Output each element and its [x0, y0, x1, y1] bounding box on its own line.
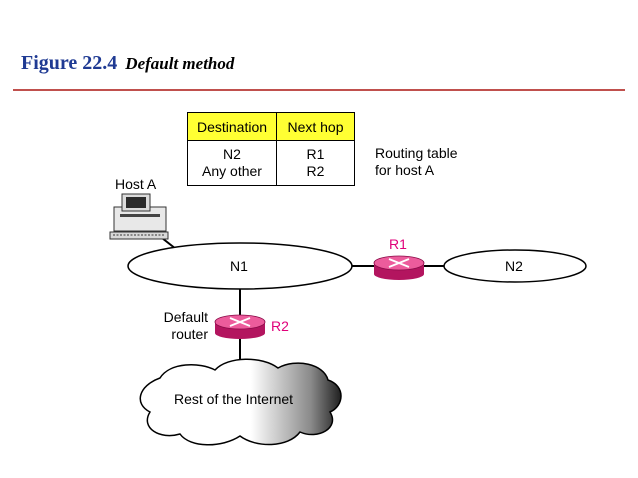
network-n1 — [127, 242, 353, 290]
next-hop-value: R1 — [306, 146, 325, 162]
default-router-label: Default router — [150, 309, 208, 343]
cloud-label: Rest of the Internet — [174, 391, 294, 407]
host-a-label: Host A — [115, 176, 157, 192]
table-header-destination: Destination — [187, 112, 277, 141]
computer-icon — [109, 193, 169, 240]
figure-caption: Default method — [125, 54, 235, 73]
destination-value: Any other — [202, 163, 262, 179]
routing-table: Destination Next hop N2 Any other R1 R2 — [187, 112, 355, 186]
network-n2-label: N2 — [505, 258, 523, 274]
router-r2-label: R2 — [271, 318, 289, 334]
figure-title: Figure 22.4 Default method — [21, 52, 234, 75]
table-header-next-hop: Next hop — [276, 112, 355, 141]
routing-table-note: Routing table for host A — [375, 145, 458, 179]
destination-cell: N2 Any other — [187, 140, 277, 186]
figure-number: Figure 22.4 — [21, 52, 118, 74]
routing-table-note-line: Routing table — [375, 145, 458, 161]
default-router-line: router — [171, 326, 208, 342]
default-router-line: Default — [163, 309, 208, 325]
next-hop-cell: R1 R2 — [276, 140, 355, 186]
internet-cloud — [139, 358, 342, 446]
destination-value: N2 — [223, 146, 241, 162]
network-n1-label: N1 — [230, 258, 248, 274]
table-row: N2 Any other R1 R2 — [187, 140, 355, 186]
router-r1-label: R1 — [389, 236, 407, 252]
title-rule — [13, 89, 625, 91]
network-n2 — [443, 249, 587, 283]
next-hop-value: R2 — [306, 163, 325, 179]
router-r2-icon — [214, 314, 266, 339]
routing-table-note-line: for host A — [375, 162, 435, 178]
router-r1-icon — [373, 255, 425, 280]
